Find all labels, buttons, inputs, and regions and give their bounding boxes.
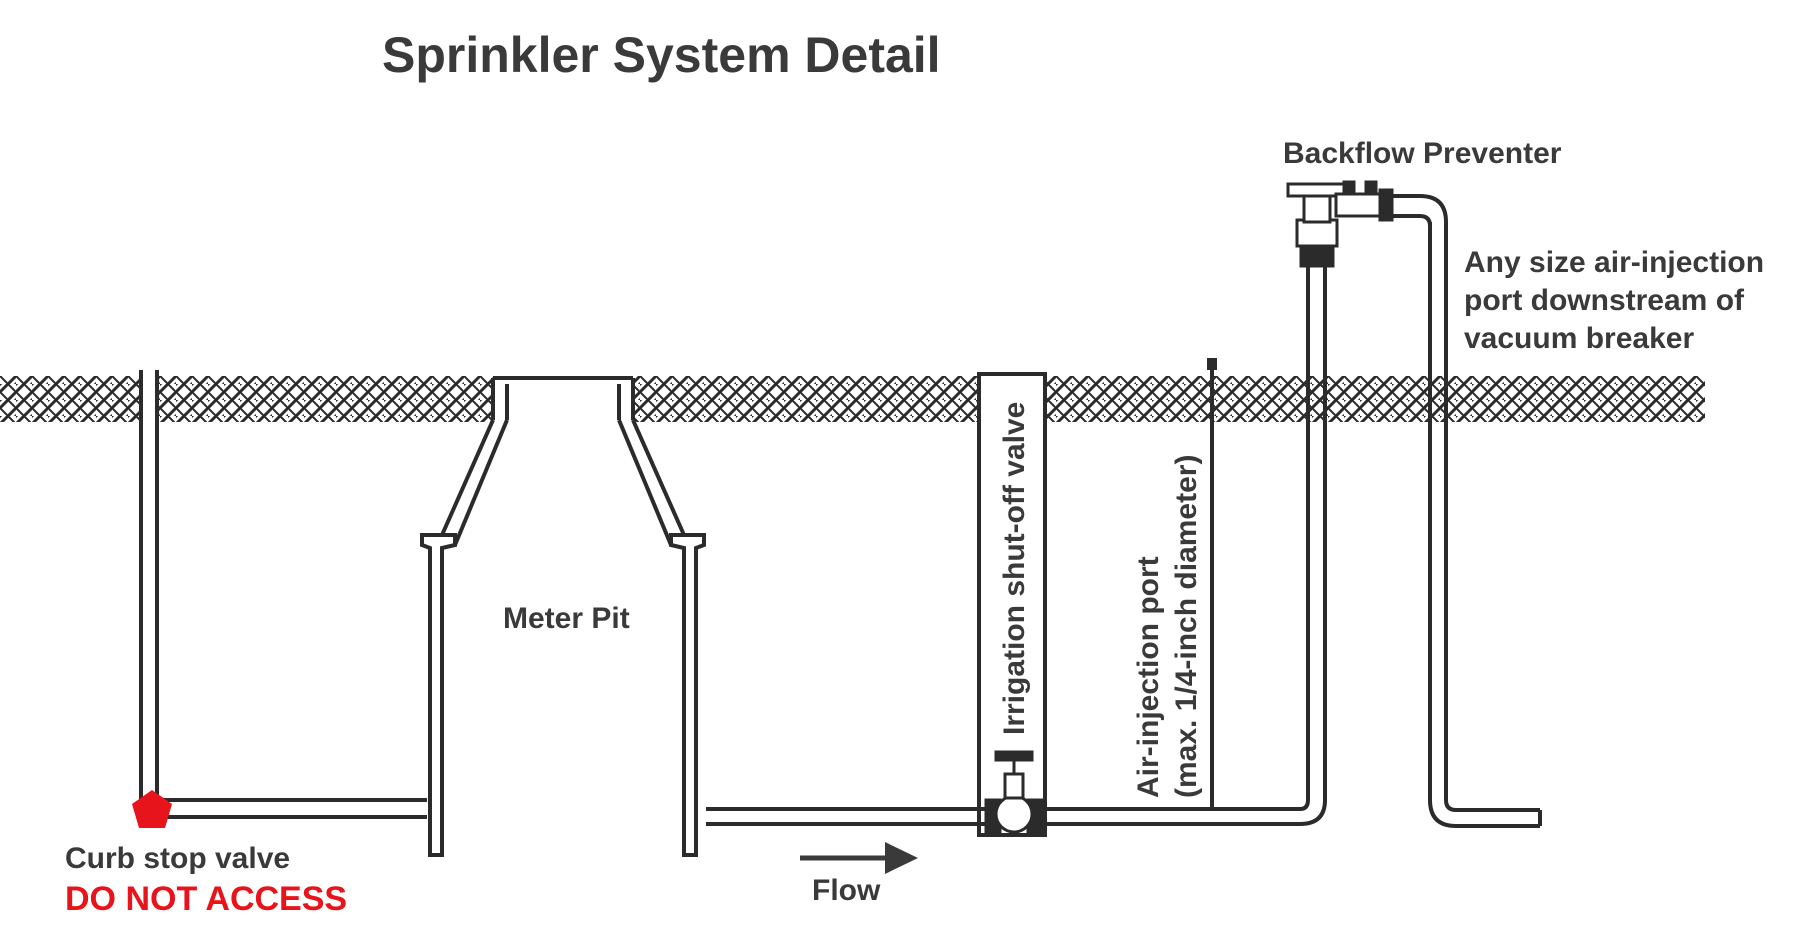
meter-pit-label: Meter Pit	[503, 602, 630, 635]
do-not-access-warning: DO NOT ACCESS	[65, 880, 347, 918]
return-pipe	[1392, 194, 1542, 828]
page-title: Sprinkler System Detail	[382, 27, 941, 83]
air-injection-port	[1207, 358, 1217, 809]
curb-stop-valve-marker	[132, 790, 172, 828]
valve-box	[977, 372, 1047, 837]
air-injection-note-line-3: vacuum breaker	[1464, 322, 1694, 355]
backflow-preventer-label: Backflow Preventer	[1283, 137, 1562, 170]
curb-stop-pipe	[139, 370, 427, 819]
backflow-preventer-icon	[1286, 180, 1394, 268]
air-injection-port-label-line-2: (max. 1/4-inch diameter)	[1170, 455, 1203, 798]
shut-off-valve-icon	[984, 750, 1044, 836]
air-injection-note-line-1: Any size air-injection	[1464, 246, 1764, 279]
irrigation-supply-pipe	[706, 262, 1327, 826]
air-injection-port-label-line-1: Air-injection port	[1132, 556, 1165, 798]
irrigation-valve-label: Irrigation shut-off valve	[998, 402, 1031, 735]
meter-pit	[420, 376, 706, 857]
air-injection-note-line-2: port downstream of	[1464, 284, 1745, 317]
ground-soil	[0, 376, 1705, 422]
curb-stop-valve-label: Curb stop valve	[65, 842, 290, 875]
flow-label: Flow	[812, 874, 881, 907]
flow-arrow	[800, 842, 918, 874]
